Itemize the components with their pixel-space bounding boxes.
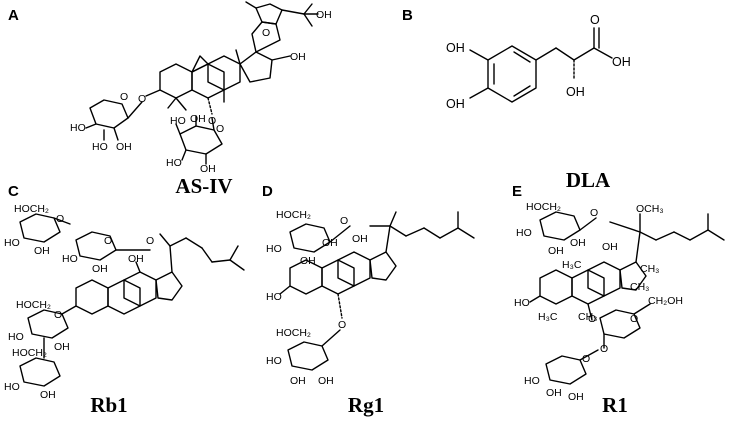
atom-r1-oh-xyl-2: OH — [568, 391, 584, 403]
atom-as-iv-ho-xyl-2: HO — [92, 141, 108, 153]
panel-letter-a: A — [8, 7, 19, 24]
compound-name-rb1: Rb1 — [90, 393, 127, 417]
atom-rg1-oh-1: OH — [300, 255, 316, 267]
atom-as-iv-ho-xyl: HO — [70, 122, 86, 134]
atom-r1-oh-xyl-1: OH — [546, 387, 562, 399]
atom-rb1-hoch2-1: HOCH₂ — [14, 203, 49, 215]
atom-r1-ch2oh: CH₂OH — [648, 295, 683, 307]
atom-r1-ch3-3: CH₃ — [578, 311, 597, 323]
atom-r1-o-2: O — [630, 313, 638, 325]
atom-as-iv-oh-glc-2: OH — [200, 163, 216, 175]
atom-as-iv-o-glc: O — [216, 123, 224, 135]
atom-rg1-ho-3: HO — [266, 291, 282, 303]
panel-letter-c: C — [8, 183, 19, 200]
atom-r1-o-xyl: O — [582, 353, 590, 365]
panel-letter-e: E — [512, 183, 522, 200]
atom-as-iv-oh-xyl: OH — [116, 141, 132, 153]
atom-rb1-o-1: O — [56, 213, 64, 225]
atom-r1-ho-3: HO — [514, 297, 530, 309]
panel-letter-d: D — [262, 183, 273, 200]
structure-rb1: HOCH₂ O HO OH O HO OH O OH HOCH₂ O HO OH… — [4, 203, 245, 401]
atom-rg1-o-6: O — [338, 319, 346, 331]
atom-r1-ch3-1: CH₃ — [630, 281, 649, 293]
atom-rg1-oh-1b: OH — [322, 237, 338, 249]
compound-name-rg1: Rg1 — [348, 393, 384, 417]
compound-name-as-iv: AS-IV — [175, 174, 232, 198]
atom-r1-ch3-2: CH₃ — [640, 263, 659, 275]
atom-as-iv-oh-glc-1: OH — [190, 113, 206, 125]
atom-dla-o-carbonyl: O — [590, 13, 600, 27]
atom-dla-oh-4: OH — [446, 97, 465, 111]
atom-rb1-hoch2-3: HOCH₂ — [12, 347, 47, 359]
structure-dla: OH OH OH O OH — [446, 13, 631, 111]
atom-as-iv-ho-glc-1: HO — [170, 115, 186, 127]
atom-rb1-oh-3: OH — [54, 341, 70, 353]
atom-r1-ho-xyl: HO — [524, 375, 540, 387]
atom-as-iv-o-3: O — [138, 93, 146, 105]
atom-r1-o-1: O — [590, 207, 598, 219]
atom-dla-oh-alpha: OH — [566, 85, 585, 99]
atom-r1-o-3: O — [600, 343, 608, 355]
atom-r1-oh-12: OH — [602, 241, 618, 253]
atom-r1-oh-1b: OH — [570, 237, 586, 249]
atom-r1-h3c-2: H₃C — [538, 311, 558, 323]
atom-r1-o-6: O — [588, 313, 596, 325]
atom-rg1-oh-12: OH — [352, 233, 368, 245]
atom-rb1-oh-4: OH — [40, 389, 56, 401]
atom-as-iv-o-6: O — [208, 115, 216, 127]
compound-name-r1: R1 — [602, 393, 628, 417]
atom-rb1-oh-1: OH — [34, 245, 50, 257]
atom-rb1-ho-3: HO — [8, 331, 24, 343]
atom-rb1-o-2: O — [104, 235, 112, 247]
structure-as-iv: OH O OH O O O HO HO OH HO OH HO OH O — [70, 1, 332, 175]
atom-rb1-o-20: O — [146, 235, 154, 247]
structure-rg1: HOCH₂ O HO OH OH OH HO O HOCH₂ HO OH OH — [266, 209, 475, 387]
compound-name-dla: DLA — [566, 168, 611, 192]
structure-r1: HOCH₂ O OCH₃ HO OH OH OH H₃C CH₃ CH₃ HO … — [514, 201, 725, 403]
atom-r1-och3: OCH₃ — [636, 203, 664, 215]
atom-as-iv-o-thf: O — [262, 27, 270, 39]
atom-r1-ho-1: HO — [516, 227, 532, 239]
atom-r1-oh-1: OH — [548, 245, 564, 257]
atom-rg1-oh-2b: OH — [318, 375, 334, 387]
atom-rb1-ho-4: HO — [4, 381, 20, 393]
atom-as-iv-oh-side: OH — [316, 9, 332, 21]
atom-rb1-hoch2-2: HOCH₂ — [16, 299, 51, 311]
atom-as-iv-ho-glc-2: HO — [166, 157, 182, 169]
atom-rb1-oh-2: OH — [92, 263, 108, 275]
panel-letter-b: B — [402, 7, 413, 24]
atom-rb1-oh-12: OH — [128, 253, 144, 265]
atom-r1-h3c-1: H₃C — [562, 259, 582, 271]
atom-dla-oh-acid: OH — [612, 55, 631, 69]
atom-rb1-ho-1: HO — [4, 237, 20, 249]
atom-rg1-oh-2: OH — [290, 375, 306, 387]
atom-rg1-ho-1: HO — [266, 243, 282, 255]
atom-as-iv-oh-16: OH — [290, 51, 306, 63]
atom-rb1-o-3: O — [54, 309, 62, 321]
atom-rg1-ho-2: HO — [266, 355, 282, 367]
atom-r1-hoch2-1: HOCH₂ — [526, 201, 561, 213]
atom-as-iv-o-xyl: O — [120, 91, 128, 103]
atom-rg1-hoch2-1: HOCH₂ — [276, 209, 311, 221]
atom-rg1-hoch2-2: HOCH₂ — [276, 327, 311, 339]
atom-dla-oh-3: OH — [446, 41, 465, 55]
atom-rg1-o-1: O — [340, 215, 348, 227]
atom-rb1-ho-2: HO — [62, 253, 78, 265]
